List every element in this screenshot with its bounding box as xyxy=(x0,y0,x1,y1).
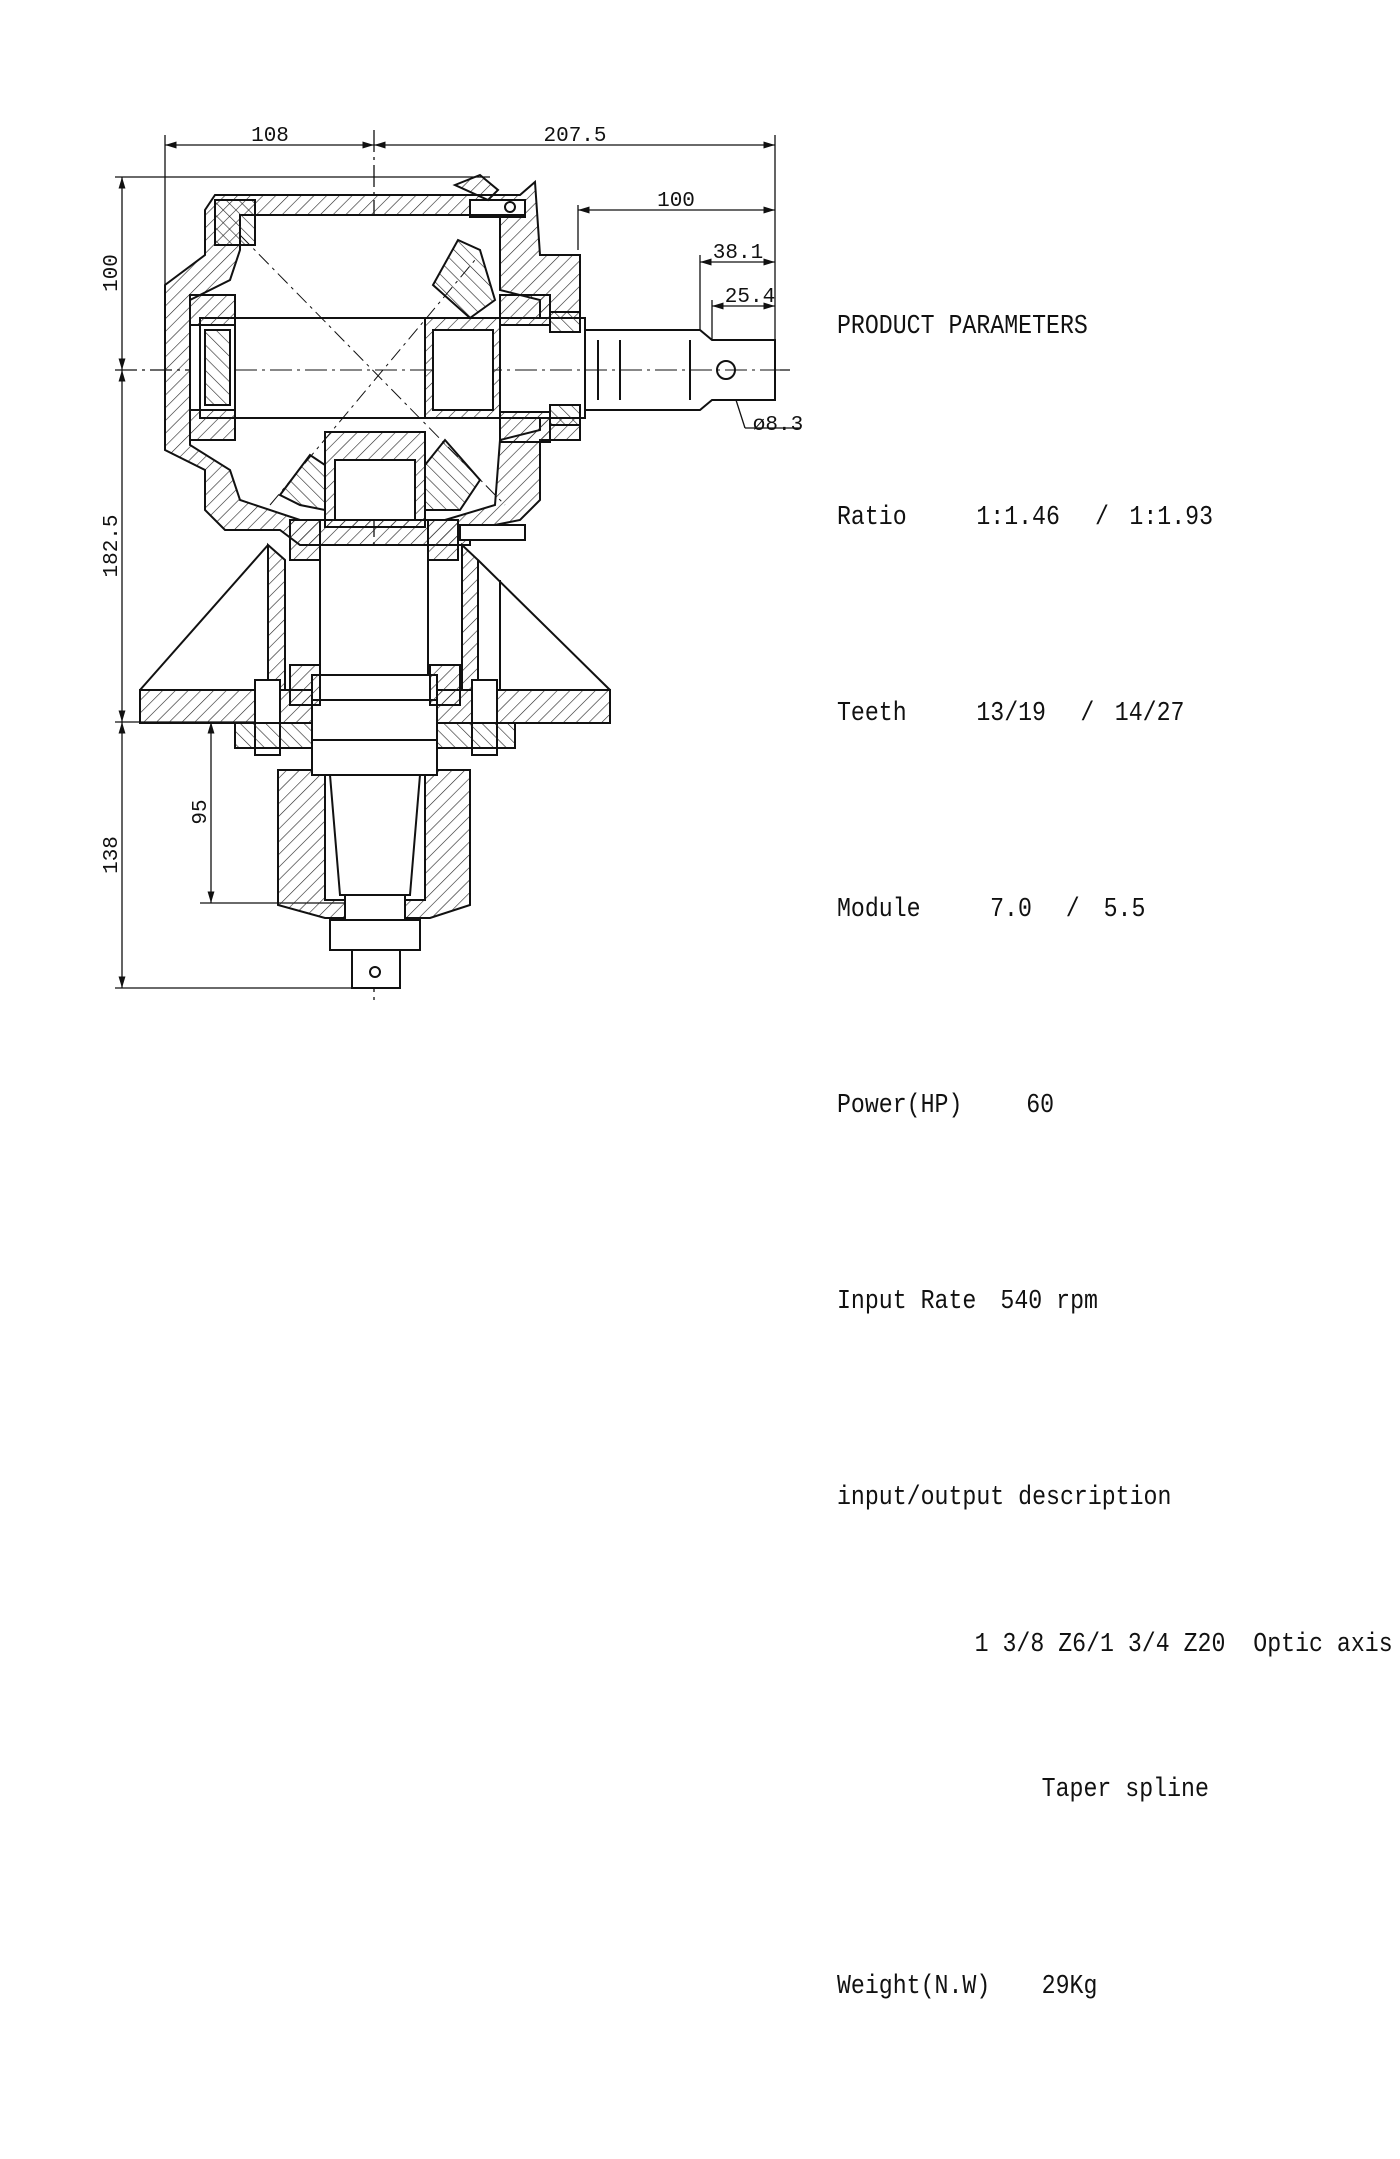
input-rate-label: Input Rate xyxy=(837,1287,977,1317)
teeth-label: Teeth xyxy=(837,699,907,729)
input-rate-value: 540 rpm xyxy=(1000,1287,1098,1317)
param-row-module: Module 7.0 / 5.5 xyxy=(837,886,1301,935)
gearbox-technical-drawing: 108 207.5 100 38.1 25.4 ø8.3 100 182.5 1… xyxy=(101,125,803,1005)
dim-shaft-a: 38.1 xyxy=(713,242,763,265)
power-value: 60 xyxy=(1026,1091,1055,1121)
dim-height-top: 100 xyxy=(101,254,124,292)
output-shaft xyxy=(311,544,438,989)
module-label: Module xyxy=(837,895,921,925)
module-separator: / xyxy=(1065,895,1080,925)
dimension-labels: 108 207.5 100 38.1 25.4 ø8.3 100 182.5 1… xyxy=(101,125,803,874)
top-bolt xyxy=(452,173,526,216)
dim-hole-diameter: ø8.3 xyxy=(753,414,803,437)
io-line-2: Taper spline xyxy=(1041,1775,1209,1805)
dim-height-bottom: 138 xyxy=(101,836,124,874)
teeth-value-2: 14/27 xyxy=(1114,699,1185,729)
power-label: Power(HP) xyxy=(837,1091,963,1121)
param-row-weight: Weight(N.W) 29Kg xyxy=(837,1963,1301,2012)
product-parameters: PRODUCT PARAMETERS Ratio 1:1.46 / 1:1.93… xyxy=(837,205,1393,2061)
dim-height-mid: 182.5 xyxy=(101,514,124,577)
input-bevel-gear xyxy=(424,238,501,419)
ratio-label: Ratio xyxy=(837,503,907,533)
dim-width-left: 108 xyxy=(251,125,289,148)
output-bevel-gear xyxy=(278,431,482,528)
weight-label: Weight(N.W) xyxy=(837,1972,991,2002)
weight-value: 29Kg xyxy=(1041,1972,1098,2002)
ratio-separator: / xyxy=(1095,503,1109,533)
io-label: input/output description xyxy=(837,1483,1172,1513)
param-row-input-rate: Input Rate 540 rpm xyxy=(837,1278,1301,1327)
ratio-value-2: 1:1.93 xyxy=(1129,503,1214,533)
lower-bearings xyxy=(289,519,526,706)
dim-shaft-b: 25.4 xyxy=(725,286,775,309)
module-value-2: 5.5 xyxy=(1103,895,1146,925)
construction-lines xyxy=(239,234,506,506)
right-bearing xyxy=(499,294,581,443)
module-value-1: 7.0 xyxy=(990,895,1032,925)
teeth-separator: / xyxy=(1080,699,1095,729)
param-row-power: Power(HP) 60 xyxy=(837,1082,1301,1131)
teeth-value-1: 13/19 xyxy=(976,699,1046,729)
dim-shaft-length: 100 xyxy=(657,190,695,213)
ratio-value-1: 1:1.46 xyxy=(976,503,1060,533)
input-shaft xyxy=(199,317,790,419)
dim-height-inner: 95 xyxy=(190,799,213,824)
params-title: PRODUCT PARAMETERS xyxy=(837,312,1088,342)
dim-width-right: 207.5 xyxy=(543,125,606,148)
param-row-ratio: Ratio 1:1.46 / 1:1.93 xyxy=(837,494,1301,543)
left-bearing xyxy=(189,294,236,441)
param-row-teeth: Teeth 13/19 / 14/27 xyxy=(837,690,1301,739)
io-line-1: 1 3/8 Z6/1 3/4 Z20 Optic axis xyxy=(974,1630,1393,1660)
